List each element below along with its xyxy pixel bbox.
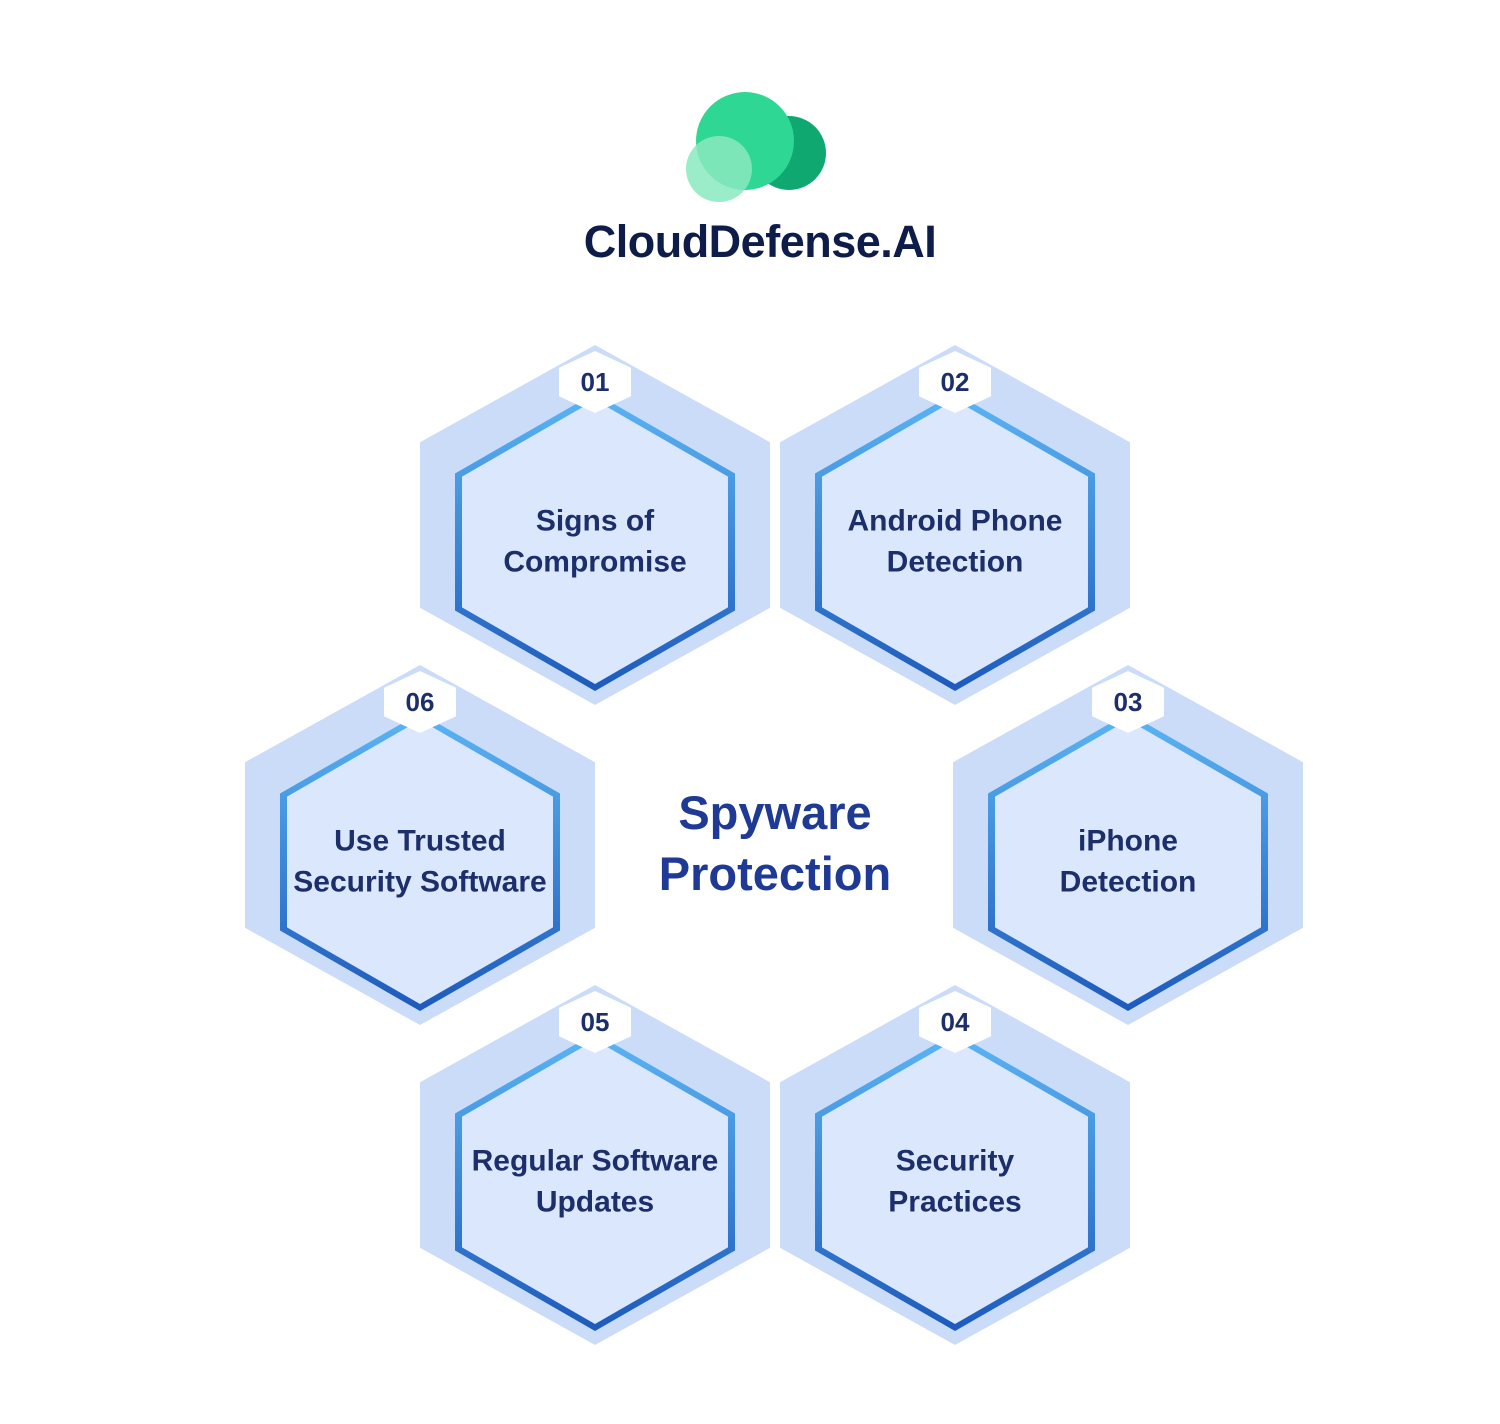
- hexagon-label: Regular Software Updates: [471, 1144, 719, 1219]
- badge-number: 03: [1113, 686, 1143, 717]
- brand-logo: CloudDefense.AI: [530, 92, 990, 268]
- badge-number: 04: [940, 1006, 970, 1037]
- badge-number: 06: [405, 686, 435, 717]
- hexagon-item-05: 05 Regular Software Updates: [420, 985, 770, 1345]
- brand-name: CloudDefense.AI: [583, 216, 937, 267]
- page-title: Spyware Protection: [658, 785, 892, 900]
- hexagon-label: Android Phone Detection: [847, 504, 1063, 579]
- hexagon-item-02: 02 Android Phone Detection: [780, 345, 1130, 705]
- hexagon-label: Security Practices: [888, 1144, 1022, 1219]
- hexagon-item-03: 03 iPhone Detection: [953, 665, 1303, 1025]
- hexagon-item-04: 04 Security Practices: [780, 985, 1130, 1345]
- cloud-circles-icon: [686, 92, 826, 204]
- badge-number: 02: [940, 366, 970, 397]
- hexagon-label: Signs of Compromise: [503, 504, 687, 579]
- hexagon-item-06: 06 Use Trusted Security Software: [245, 665, 595, 1025]
- logo-circle-light-icon: [686, 136, 752, 202]
- badge-number: 05: [580, 1006, 610, 1037]
- hexagon-border: [455, 393, 735, 691]
- hexagon-label: Use Trusted Security Software: [293, 824, 547, 899]
- hexagon-label: iPhone Detection: [1059, 824, 1197, 899]
- hexagon-item-01: 01 Signs of Compromise: [420, 345, 770, 705]
- badge-number: 01: [580, 366, 610, 397]
